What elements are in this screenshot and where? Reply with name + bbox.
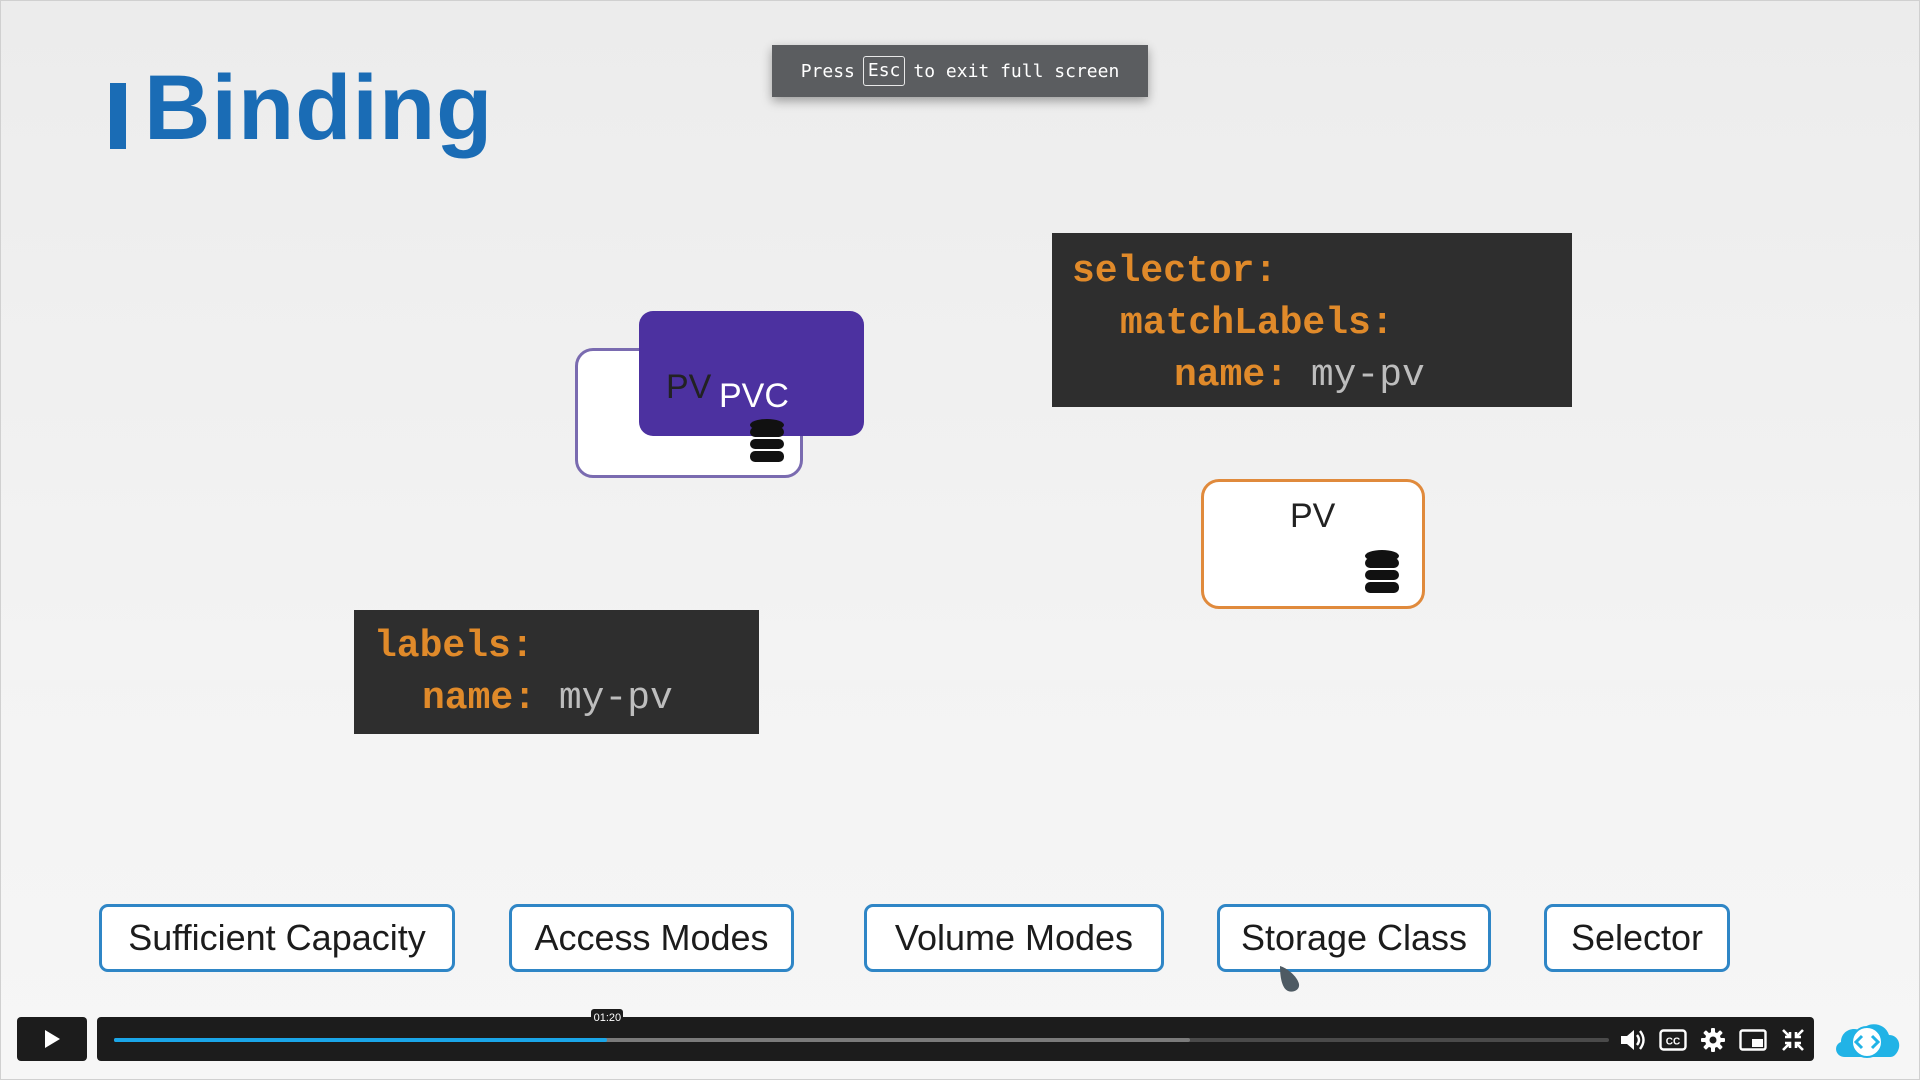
pip-button[interactable]: [1738, 1025, 1768, 1055]
code-value: my-pv: [558, 677, 673, 720]
pv-label-unbound: PV: [1290, 497, 1336, 535]
seek-bar[interactable]: [114, 1038, 1609, 1042]
settings-icon: [1701, 1028, 1725, 1052]
settings-button[interactable]: [1698, 1025, 1728, 1055]
database-icon: [750, 419, 784, 462]
pip-icon: [1739, 1029, 1767, 1051]
play-icon: [45, 1030, 60, 1048]
captions-icon: CC: [1659, 1029, 1687, 1051]
selector-code-block: selector: matchLabels: name: my-pv: [1052, 233, 1572, 407]
pvc-box: [639, 311, 864, 436]
code-value: my-pv: [1310, 354, 1425, 397]
svg-text:CC: CC: [1666, 1037, 1680, 1048]
slide-title: Binding: [144, 57, 494, 159]
code-key: name:: [1174, 354, 1289, 397]
volume-icon: [1621, 1030, 1645, 1050]
title-accent-bar: [110, 83, 126, 149]
criteria-storage-class: Storage Class: [1217, 904, 1491, 972]
criteria-volume-modes: Volume Modes: [864, 904, 1164, 972]
esc-key: Esc: [862, 56, 906, 86]
seek-progress: [114, 1038, 608, 1042]
code-key: matchLabels:: [1120, 302, 1394, 345]
banner-text-before: Press: [800, 60, 855, 82]
criteria-selector: Selector: [1544, 904, 1730, 972]
exit-fullscreen-icon: [1782, 1029, 1804, 1051]
captions-button[interactable]: CC: [1658, 1025, 1688, 1055]
exit-fullscreen-button[interactable]: [1778, 1025, 1808, 1055]
pv-label-bound: PV: [666, 368, 712, 406]
mouse-cursor-icon: [1280, 966, 1300, 992]
volume-button[interactable]: [1618, 1025, 1648, 1055]
code-key: labels:: [374, 625, 534, 668]
code-key: selector:: [1072, 250, 1278, 293]
play-button[interactable]: [17, 1017, 87, 1061]
banner-text-after: to exit full screen: [913, 60, 1120, 82]
labels-code-block: labels: name: my-pv: [354, 610, 759, 734]
cloud-code-icon[interactable]: [1831, 1017, 1903, 1065]
code-key: name:: [422, 677, 537, 720]
pvc-label: PVC: [719, 377, 789, 415]
time-tooltip: 01:20: [591, 1009, 624, 1027]
database-icon: [1365, 550, 1399, 593]
criteria-sufficient-capacity: Sufficient Capacity: [99, 904, 455, 972]
criteria-access-modes: Access Modes: [509, 904, 794, 972]
seek-buffered: [114, 1038, 1191, 1042]
fullscreen-exit-banner: Press Esc to exit full screen: [772, 45, 1148, 97]
